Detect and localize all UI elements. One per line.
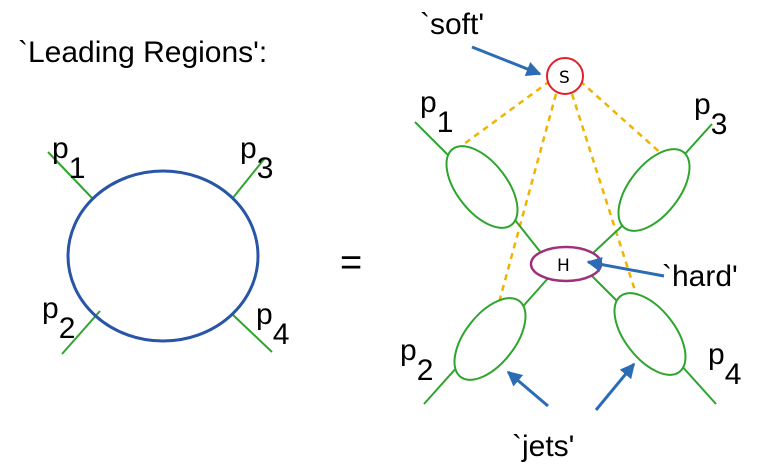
hard-annotation: `hard' [662, 260, 738, 293]
left-leg-p3 [231, 157, 266, 200]
jet-blob-p3 [617, 148, 691, 232]
jets-annotation: `jets' [512, 430, 574, 463]
right-region-diagram: H S p1 p3 p2 p4 `soft' `hard' `jets' [400, 8, 741, 463]
left-loop-diagram: p1 p3 p2 p4 [42, 132, 289, 355]
hard-arrow [586, 257, 665, 278]
soft-line-to-jet3 [579, 80, 665, 157]
equals-sign: = [340, 242, 362, 284]
soft-lines [463, 79, 665, 329]
left-label-p1: p1 [52, 132, 85, 185]
left-label-p3: p3 [240, 132, 273, 185]
right-label-p1: p1 [420, 86, 453, 139]
right-leg-p4 [679, 363, 717, 405]
hard-to-jet4 [591, 275, 621, 305]
left-leg-p2 [61, 310, 101, 355]
left-leg-p4 [231, 313, 273, 353]
left-leg-p1 [47, 151, 94, 200]
soft-blob-letter: S [559, 68, 570, 88]
right-leg-p1 [414, 121, 451, 158]
soft-blob [546, 57, 584, 95]
soft-annotation: `soft' [420, 8, 484, 41]
jet-blob-p2 [453, 297, 527, 381]
right-leg-p2 [423, 365, 459, 405]
right-leg-p3 [683, 123, 713, 156]
left-label-p4: p4 [256, 298, 289, 351]
soft-line-to-jet1 [463, 79, 551, 146]
soft-arrow [471, 45, 542, 76]
jets-arrow-left [506, 370, 549, 408]
right-label-p2: p2 [400, 334, 433, 387]
right-label-p4: p4 [708, 338, 741, 391]
one-loop-circle [66, 169, 260, 343]
jet-blob-p1 [445, 145, 519, 229]
hard-blob-letter: H [557, 256, 570, 276]
jet-blob-p4 [613, 292, 687, 376]
left-label-p2: p2 [42, 292, 75, 345]
soft-line-to-jet2 [490, 93, 558, 329]
right-label-p3: p3 [694, 88, 727, 141]
diagram-title: `Leading Regions': [18, 36, 267, 69]
soft-line-to-jet4 [570, 93, 640, 301]
jet1-to-hard [514, 219, 543, 255]
jet3-to-hard [591, 225, 623, 255]
jets-arrow-right [594, 362, 636, 411]
